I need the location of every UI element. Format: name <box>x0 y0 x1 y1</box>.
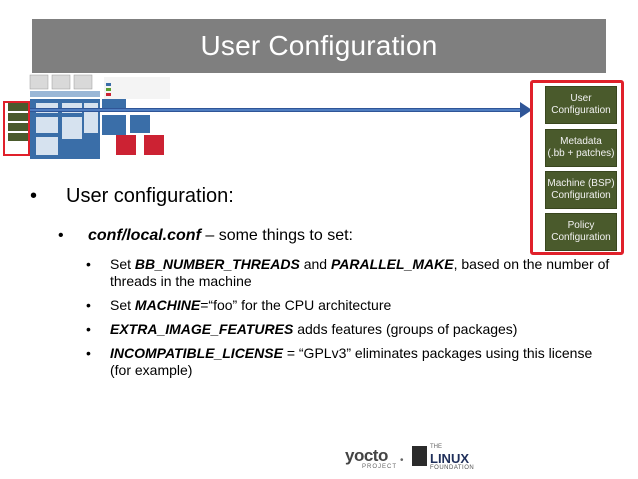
sub-bullet-machine: • Set MACHINE=“foo” for the CPU architec… <box>86 297 392 313</box>
machine-configuration-box: Machine (BSP)Configuration <box>545 171 617 209</box>
config-highlight-box <box>530 80 624 255</box>
slide-title-bar: User Configuration <box>32 19 606 73</box>
lf-foundation: FOUNDATION <box>430 465 475 471</box>
metadata-box: Metadata(.bb + patches) <box>545 129 617 167</box>
lf-the: THE <box>430 444 442 450</box>
sub-bullet-image-features: • EXTRA_IMAGE_FEATURES adds features (gr… <box>86 321 518 337</box>
logo-separator: • <box>400 455 404 466</box>
bullet-user-configuration: • User configuration: <box>30 185 234 207</box>
thumbnail-highlight-box <box>3 101 30 156</box>
slide-title: User Configuration <box>200 30 438 61</box>
sub-bullet-threads: • Set BB_NUMBER_THREADS and PARALLEL_MAK… <box>86 256 610 289</box>
pointer-arrow-shaft <box>30 108 522 112</box>
bullet-local-conf: • conf/local.conf – some things to set: <box>58 227 353 244</box>
yocto-logo-subtitle: PROJECT <box>362 464 398 470</box>
sub-bullet-license: • INCOMPATIBLE_LICENSE = “GPLv3” elimina… <box>86 345 593 378</box>
linux-foundation-icon <box>412 446 427 466</box>
yocto-logo: yocto <box>345 446 388 465</box>
pointer-arrow-head <box>520 102 532 118</box>
lf-linux: LINUX <box>430 451 469 466</box>
